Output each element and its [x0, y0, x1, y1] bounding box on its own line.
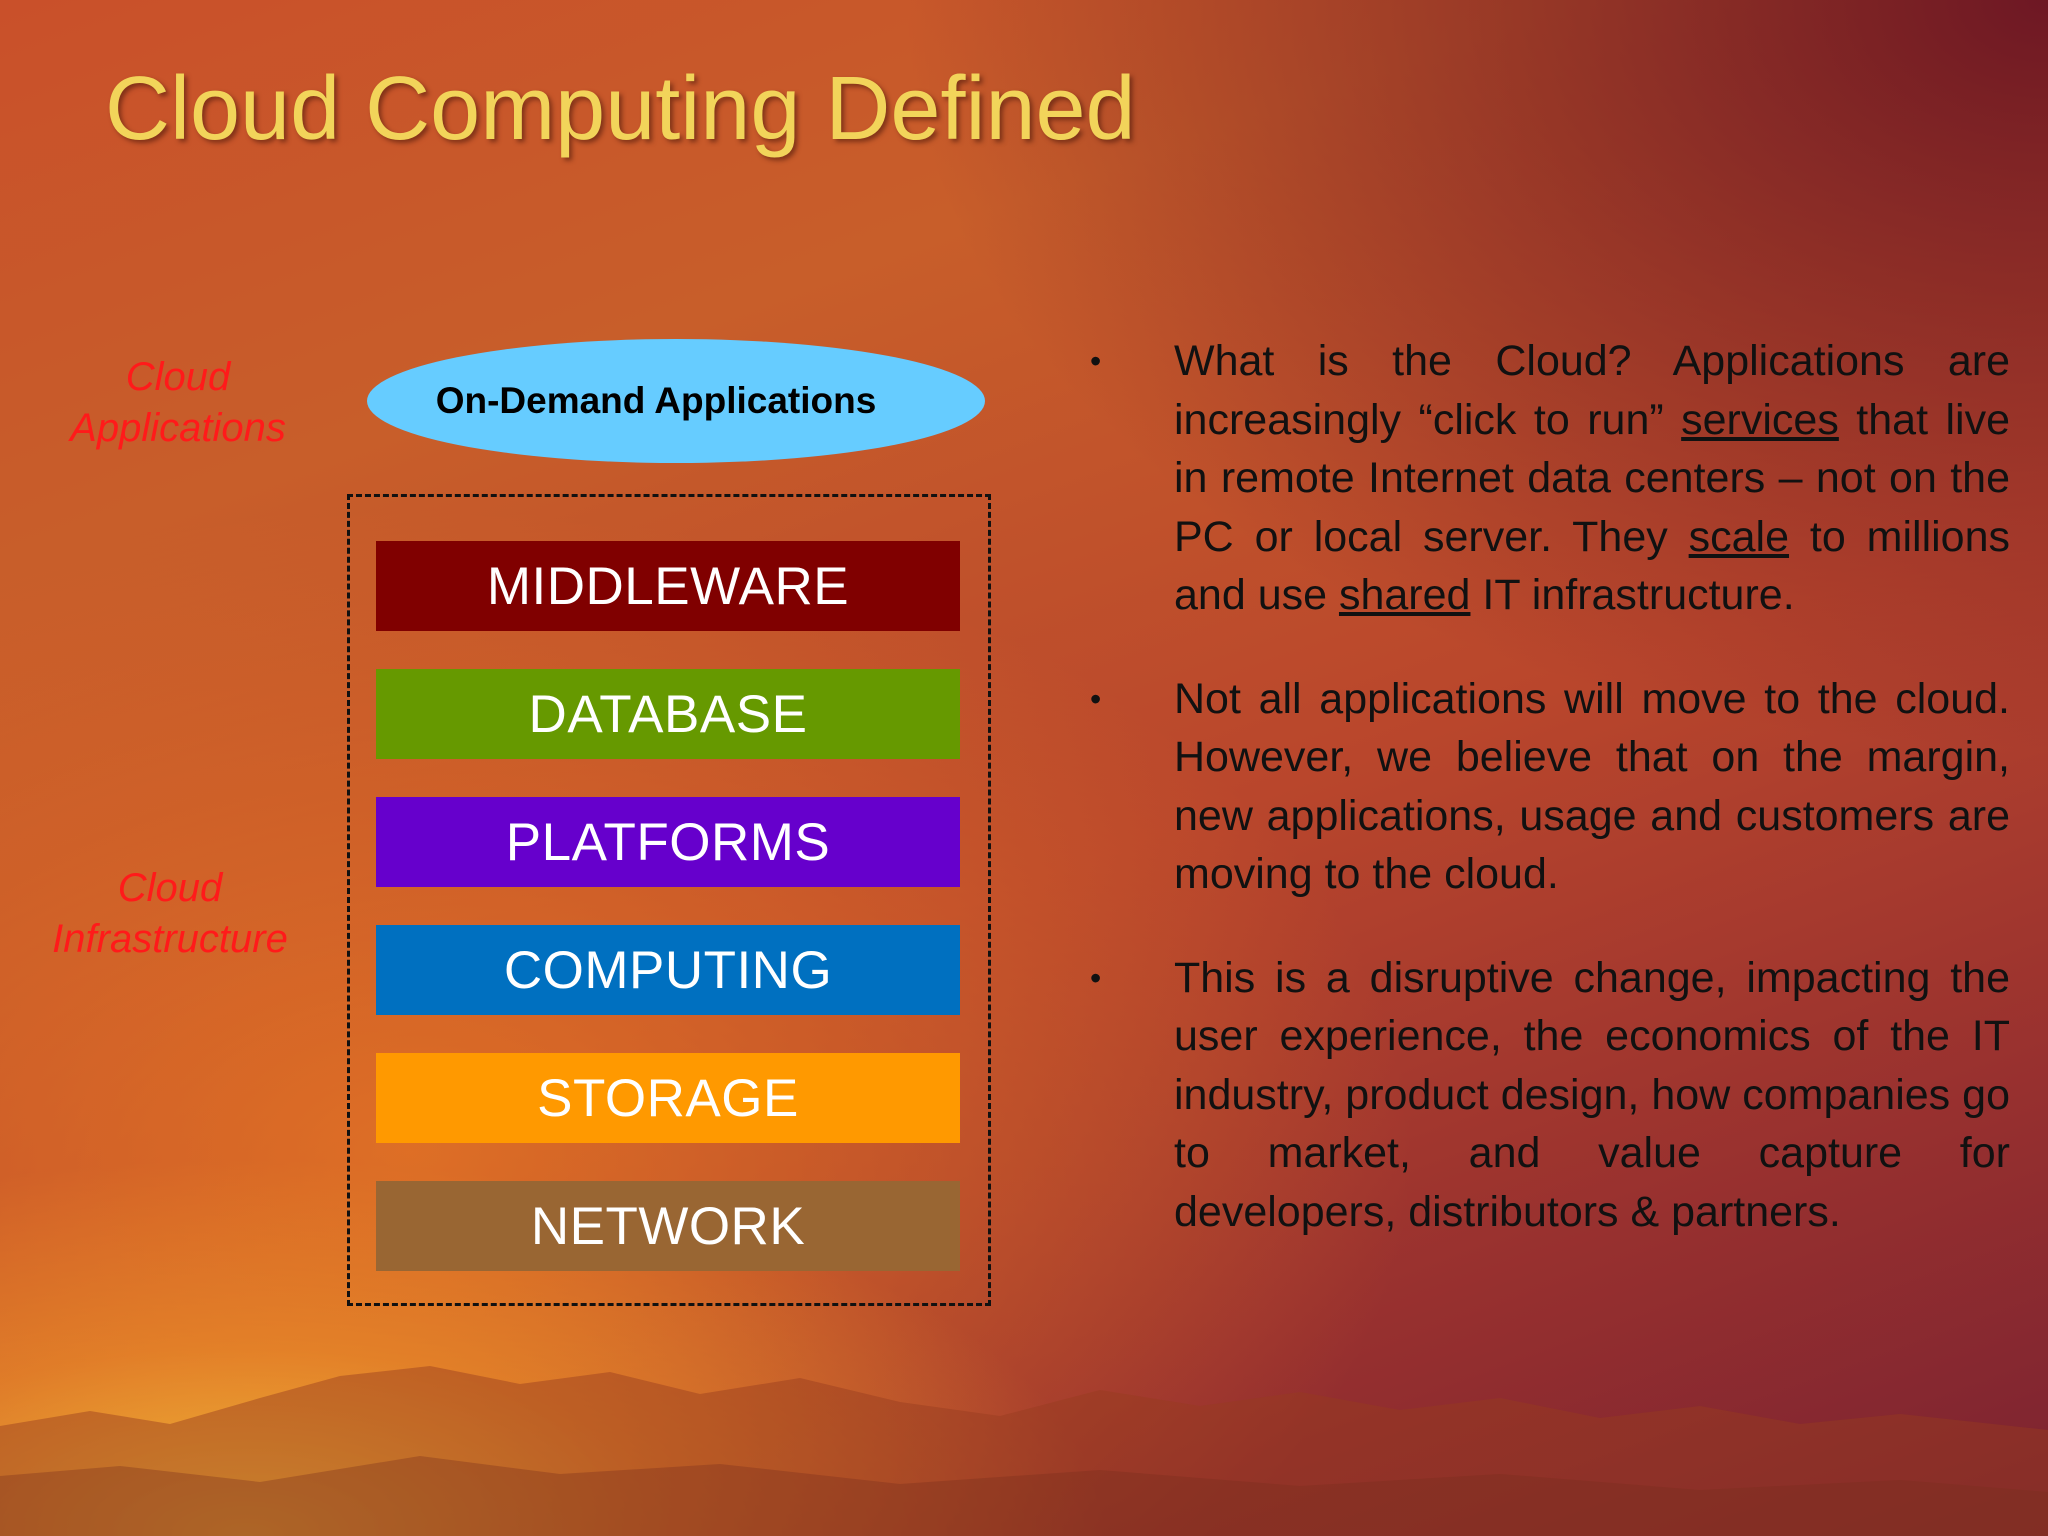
layer-computing: COMPUTING [376, 925, 960, 1015]
layer-middleware: MIDDLEWARE [376, 541, 960, 631]
bullet-item: • This is a disruptive change, impacting… [1090, 949, 2010, 1242]
underlined-word-scale: scale [1688, 512, 1790, 561]
layer-network: NETWORK [376, 1181, 960, 1271]
layer-platforms: PLATFORMS [376, 797, 960, 887]
bullet-marker: • [1090, 680, 1102, 717]
bullet-text: This is a disruptive change, impacting t… [1174, 953, 2010, 1236]
bullet-item: • What is the Cloud? Applications are in… [1090, 332, 2010, 625]
cloud-applications-label: Cloud Applications [58, 352, 298, 454]
layer-storage: STORAGE [376, 1053, 960, 1143]
bullet-item: • Not all applications will move to the … [1090, 670, 2010, 904]
cloud-infrastructure-label-line1: Cloud [117, 866, 223, 910]
mountain-silhouette [0, 1366, 2048, 1536]
cloud-infrastructure-label-line2: Infrastructure [52, 917, 288, 961]
slide-title: Cloud Computing Defined [105, 59, 1136, 159]
underlined-word-services: services [1681, 395, 1839, 444]
bullet-marker: • [1090, 959, 1102, 996]
underlined-word-shared: shared [1338, 571, 1471, 619]
cloud-applications-label-line2: Applications [70, 406, 286, 450]
bullet-text: Not all applications will move to the cl… [1174, 674, 2010, 899]
cloud-applications-label-line1: Cloud [125, 355, 231, 399]
on-demand-applications-ellipse: On-Demand Applications [367, 339, 985, 463]
bullet-list: • What is the Cloud? Applications are in… [1090, 332, 2010, 1286]
infrastructure-dashed-box [347, 494, 991, 1306]
bullet-marker: • [1090, 343, 1102, 379]
on-demand-applications-label: On-Demand Applications [435, 380, 877, 421]
cloud-infrastructure-label: Cloud Infrastructure [40, 863, 300, 965]
bullet-text: What is the Cloud? Applications are incr… [1174, 337, 2011, 619]
layer-database: DATABASE [376, 669, 960, 759]
